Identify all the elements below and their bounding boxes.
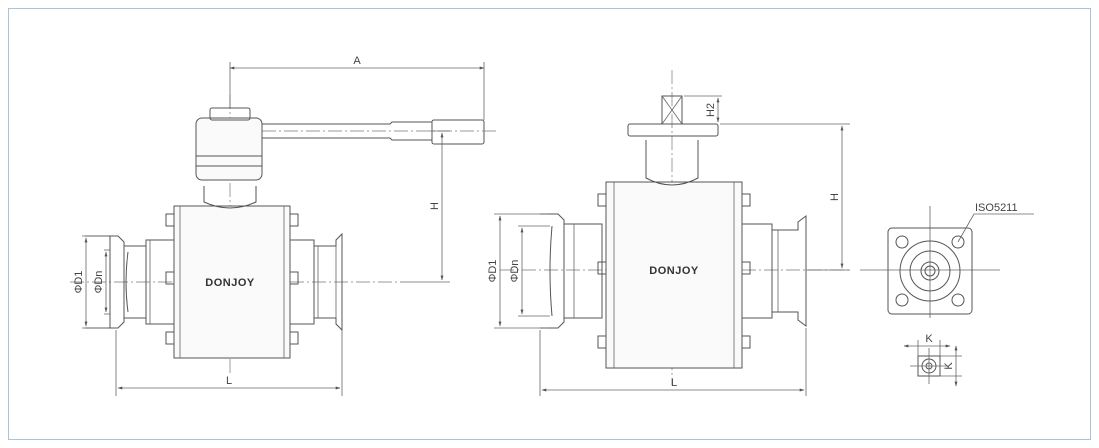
- iso-flange-view: [860, 206, 1034, 387]
- dim-label-k-side: K: [943, 362, 955, 370]
- dim-label-a: A: [353, 55, 361, 67]
- dim-label-dn-middle: ΦDn: [509, 260, 521, 283]
- brand-label-left: DONJOY: [205, 277, 255, 289]
- dim-label-l-left: L: [226, 375, 232, 387]
- dim-label-d1-left: ΦD1: [73, 271, 85, 294]
- dim-label-dn-left: ΦDn: [93, 271, 105, 294]
- middle-valve-view: [494, 70, 850, 396]
- dim-label-h-middle: H: [829, 193, 841, 201]
- dim-label-d1-middle: ΦD1: [487, 260, 499, 283]
- left-valve-view: [70, 62, 496, 396]
- dim-label-k-top: K: [925, 333, 933, 345]
- brand-label-middle: DONJOY: [649, 265, 699, 277]
- dim-label-h-left: H: [429, 202, 441, 210]
- iso-label: ISO5211: [975, 202, 1018, 214]
- dim-label-l-middle: L: [671, 377, 677, 389]
- dim-label-h2: H2: [705, 103, 717, 117]
